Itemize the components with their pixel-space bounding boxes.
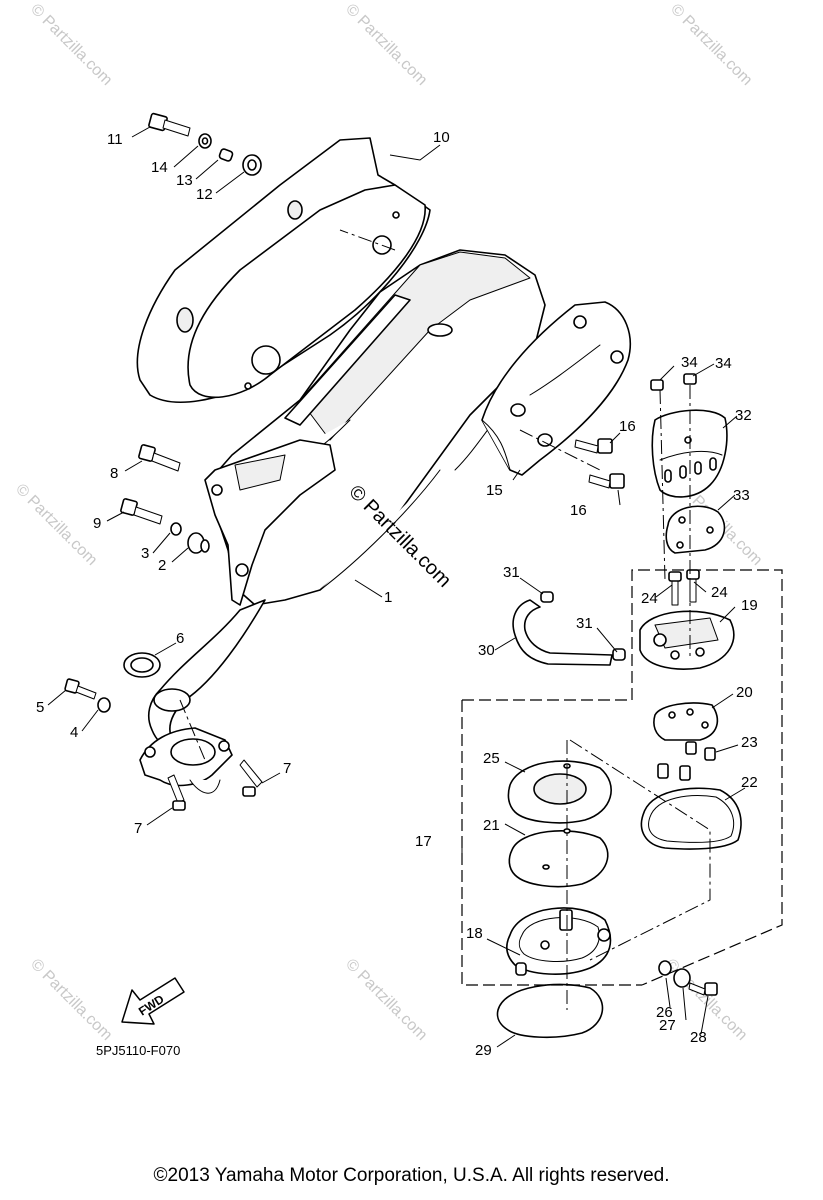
callout-15: 15 [486, 482, 503, 499]
watermark-text: © Partzilla.com [12, 481, 100, 569]
heat-shield [136, 137, 431, 403]
watermark-text: © Partzilla.com [27, 956, 115, 1044]
callout-33: 33 [733, 487, 750, 504]
callout-27: 27 [659, 1017, 676, 1034]
protector-plate [481, 301, 632, 476]
air-hose [512, 591, 626, 666]
callout-34-left: 34 [681, 354, 698, 371]
callout-31-bottom: 31 [576, 615, 593, 632]
callout-10: 10 [433, 129, 450, 146]
callout-7-left: 7 [134, 820, 142, 837]
callout-13: 13 [176, 172, 193, 189]
callout-21: 21 [483, 817, 500, 834]
watermark-text: © Partzilla.com [342, 956, 430, 1044]
callout-16-top: 16 [619, 418, 636, 435]
callout-26: 26 [656, 1004, 673, 1021]
hardware-upper [64, 112, 625, 811]
callout-2: 2 [158, 557, 166, 574]
callout-25: 25 [483, 750, 500, 767]
callout-30: 30 [478, 642, 495, 659]
watermark-text: © Partzilla.com [342, 1, 430, 89]
callout-24-left: 24 [641, 590, 658, 607]
callout-28: 28 [690, 1029, 707, 1046]
callout-31-top: 31 [503, 564, 520, 581]
air-induction-assembly [639, 373, 742, 850]
callout-34-right: 34 [715, 355, 732, 372]
callout-3: 3 [141, 545, 149, 562]
callout-11: 11 [107, 131, 123, 148]
callout-1: 1 [384, 589, 392, 606]
callout-5: 5 [36, 699, 44, 716]
callout-17: 17 [415, 833, 432, 850]
callout-32: 32 [735, 407, 752, 424]
watermark-text: © Partzilla.com [27, 1, 115, 89]
fwd-arrow: FWD [121, 977, 185, 1025]
exhaust-pipe [139, 599, 266, 794]
callout-7-right: 7 [283, 760, 291, 777]
callout-19: 19 [741, 597, 758, 614]
callout-24-right: 24 [711, 584, 728, 601]
copyright-notice: ©2013 Yamaha Motor Corporation, U.S.A. A… [153, 1165, 670, 1186]
callout-23: 23 [741, 734, 758, 751]
callout-labels: 1 2 3 4 5 6 7 7 8 9 10 11 12 13 14 15 16… [36, 129, 758, 1059]
callout-16-bottom: 16 [570, 502, 587, 519]
callout-6: 6 [176, 630, 184, 647]
watermark-text: © Partzilla.com [667, 1, 755, 89]
callout-18: 18 [466, 925, 483, 942]
callout-29: 29 [475, 1042, 492, 1059]
callout-20: 20 [736, 684, 753, 701]
callout-4: 4 [70, 724, 78, 741]
callout-8: 8 [110, 465, 118, 482]
air-cleaner-assembly [496, 760, 718, 1039]
callout-9: 9 [93, 515, 101, 532]
callout-12: 12 [196, 186, 213, 203]
callout-14: 14 [151, 159, 168, 176]
callout-22: 22 [741, 774, 758, 791]
diagram-code: 5PJ5110-F070 [96, 1043, 180, 1058]
leader-lines [47, 126, 746, 1048]
muffler-body [204, 249, 546, 606]
assembly-boundaries [179, 229, 783, 1010]
